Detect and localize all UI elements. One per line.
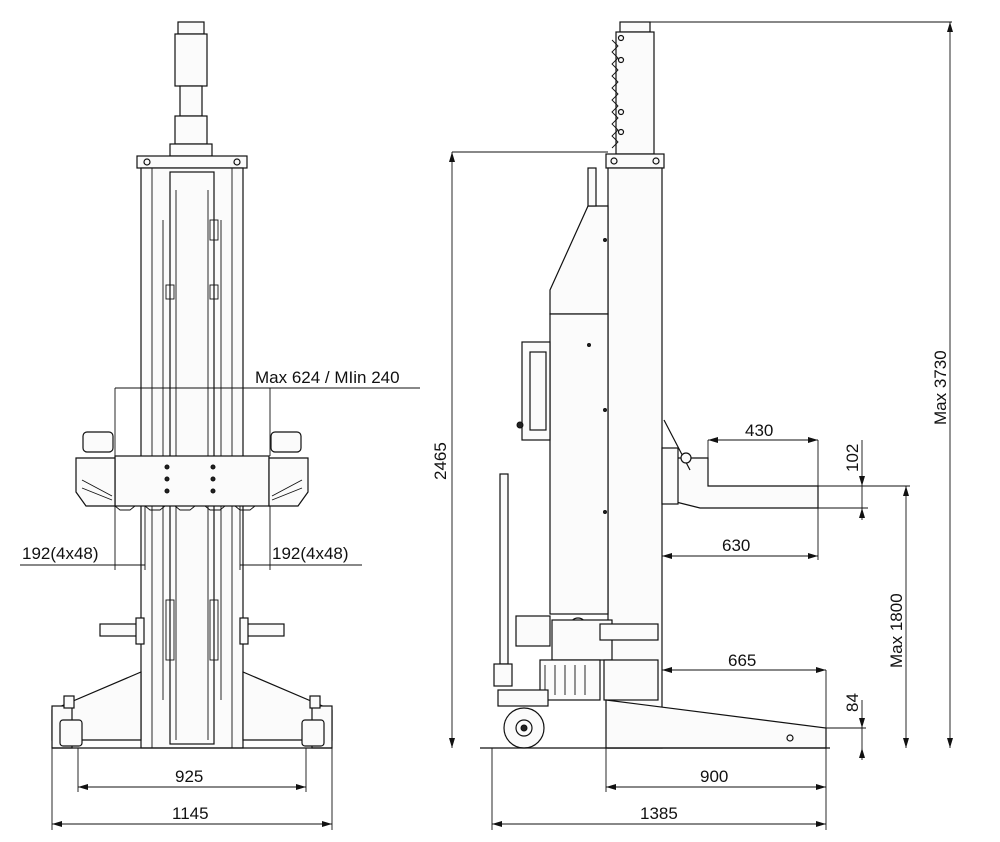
dim-fork-reach: 630 bbox=[722, 536, 750, 555]
dim-fork-thickness: 102 bbox=[843, 444, 862, 472]
dim-leg-height: 84 bbox=[843, 693, 862, 712]
dim-max-height: Max 3730 bbox=[931, 350, 950, 425]
dim-max-min: Max 624 / MIin 240 bbox=[255, 368, 400, 387]
dim-leg-total: 900 bbox=[700, 767, 728, 786]
dim-base-width: 1145 bbox=[172, 804, 209, 823]
front-view bbox=[51, 21, 333, 749]
dim-column-height: 2465 bbox=[431, 442, 450, 480]
dim-leg-length: 665 bbox=[728, 651, 756, 670]
dim-fork-length: 430 bbox=[745, 421, 773, 440]
dim-max-lift: Max 1800 bbox=[887, 593, 906, 668]
dim-fork-right: 192(4x48) bbox=[272, 544, 349, 563]
dim-overall-length: 1385 bbox=[640, 804, 678, 823]
side-view bbox=[480, 21, 830, 749]
side-dimensions: 2465 Max 3730 430 102 630 Max 1800 bbox=[431, 21, 953, 830]
front-dimensions: Max 624 / MIin 240 192(4x48) 192(4x48) 9… bbox=[20, 368, 420, 830]
dim-wheelbase: 925 bbox=[175, 767, 203, 786]
dim-fork-left: 192(4x48) bbox=[22, 544, 99, 563]
